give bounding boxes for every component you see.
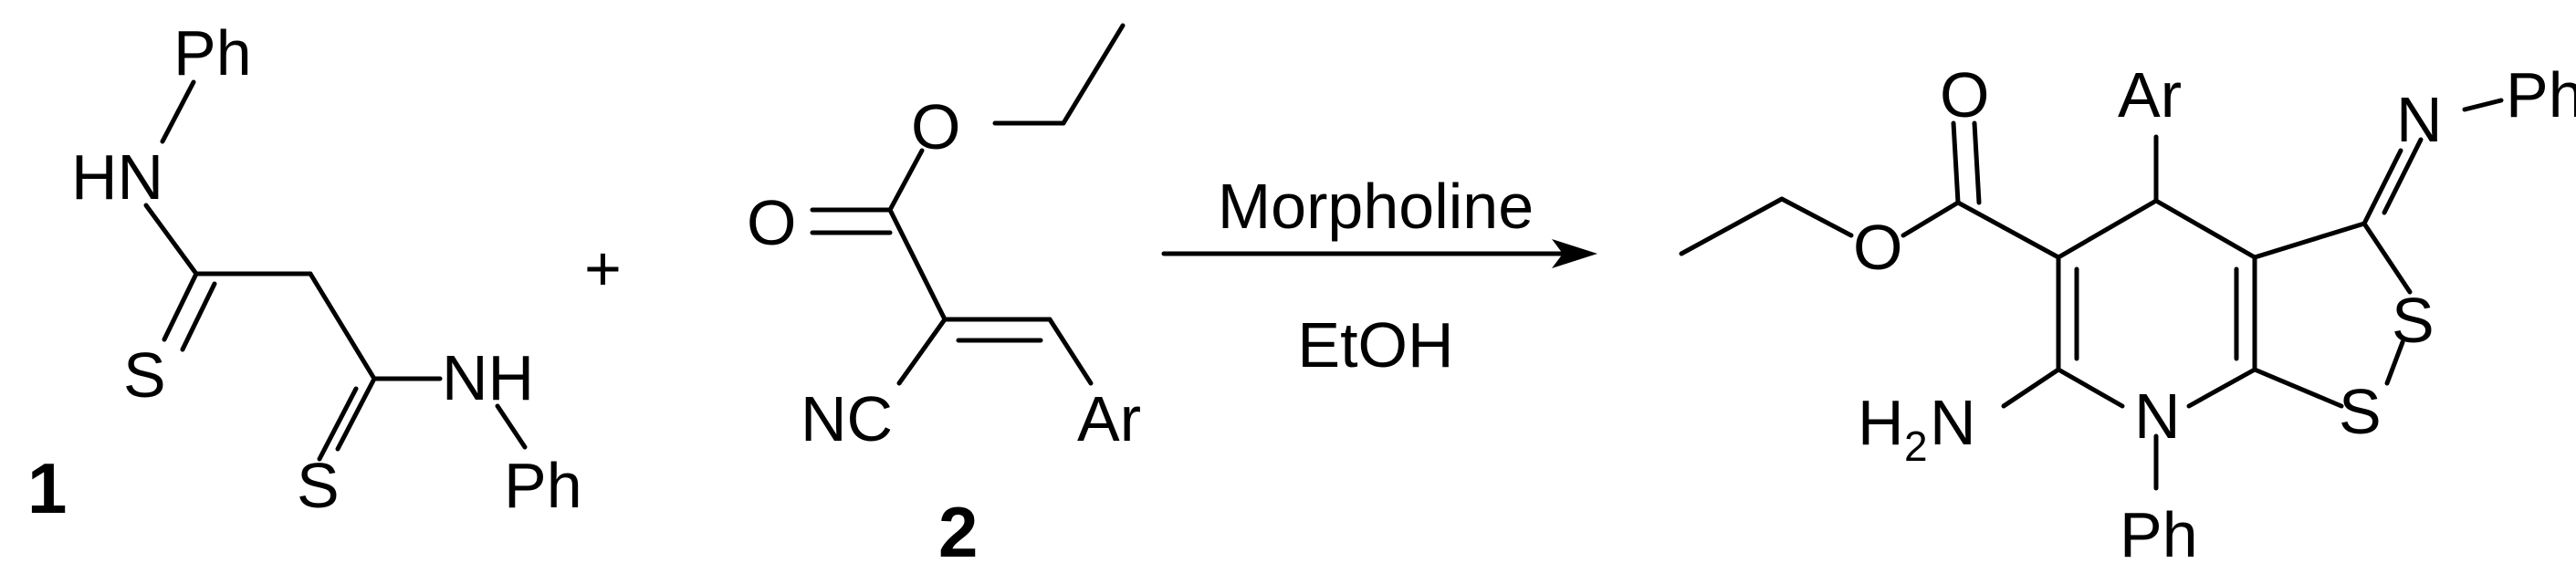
- bond: [1779, 196, 1854, 238]
- arrowhead: [1552, 239, 1597, 268]
- bond: [2252, 367, 2344, 409]
- bond: [2384, 339, 2405, 386]
- bond: [180, 281, 217, 352]
- solvent-label: EtOH: [1297, 309, 1453, 381]
- bond: [317, 386, 359, 462]
- bond: [160, 79, 196, 144]
- atom-imine-n: N: [2396, 84, 2443, 155]
- atom-ring-n: N: [2134, 381, 2181, 452]
- bond: [1901, 200, 1961, 238]
- atom-o-carbonyl: O: [1940, 59, 1989, 130]
- bond: [896, 317, 948, 386]
- amine-n: N: [1930, 387, 1976, 458]
- compound-2: O O NC Ar 2: [747, 23, 1141, 572]
- bond: [1061, 23, 1126, 126]
- atom-o-ester: O: [911, 91, 960, 162]
- bond: [2462, 98, 2504, 112]
- bond: [2001, 367, 2061, 409]
- bond: [143, 203, 199, 276]
- bond: [2361, 221, 2413, 295]
- product: O Ar N Ph O S S H 2 N N Ph: [1679, 59, 2576, 570]
- bond: [2056, 198, 2159, 260]
- atom-n-ph: Ph: [2120, 499, 2198, 570]
- atom-o-carbonyl: O: [747, 187, 796, 258]
- atom-s-right: S: [297, 450, 340, 521]
- bond: [2361, 148, 2403, 226]
- bond: [2056, 367, 2125, 409]
- amine-h: H: [1858, 387, 1904, 458]
- reaction-arrow-group: Morpholine EtOH: [1161, 171, 1597, 381]
- bond: [2252, 221, 2367, 260]
- bond: [2153, 198, 2257, 260]
- atom-o-ester: O: [1853, 212, 1902, 283]
- atom-s-upper: S: [2392, 285, 2435, 356]
- atom-ph-top: Ph: [173, 17, 252, 89]
- amine-subscript: 2: [1904, 422, 1928, 470]
- bond: [887, 207, 948, 322]
- atom-nh: NH: [442, 342, 534, 413]
- atom-s-left: S: [123, 339, 166, 411]
- bond: [2186, 367, 2257, 409]
- bond: [1951, 120, 1961, 205]
- atom-ph-bottom: Ph: [504, 450, 582, 521]
- compound-number-1: 1: [27, 448, 67, 528]
- plus-sign: +: [584, 233, 622, 304]
- atom-s-lower: S: [2339, 376, 2382, 447]
- atom-nc: NC: [801, 383, 893, 454]
- atom-ar: Ar: [2118, 59, 2182, 130]
- bond: [887, 148, 925, 213]
- atom-ar: Ar: [1077, 383, 1141, 454]
- bond: [1679, 196, 1785, 256]
- bond: [495, 403, 528, 450]
- compound-number-2: 2: [938, 492, 978, 572]
- bond: [2382, 137, 2424, 215]
- bond: [335, 376, 377, 452]
- bond: [1047, 317, 1094, 386]
- bond: [1972, 120, 1982, 205]
- atom-hn: HN: [71, 141, 163, 213]
- compound-1: Ph HN S NH S Ph 1: [27, 17, 582, 528]
- bond: [308, 271, 377, 381]
- reagent-label: Morpholine: [1218, 171, 1534, 242]
- bond: [1955, 200, 2061, 260]
- bond: [162, 271, 199, 342]
- atom-imine-ph: Ph: [2506, 59, 2576, 130]
- amine-label: H 2 N: [1858, 387, 1976, 470]
